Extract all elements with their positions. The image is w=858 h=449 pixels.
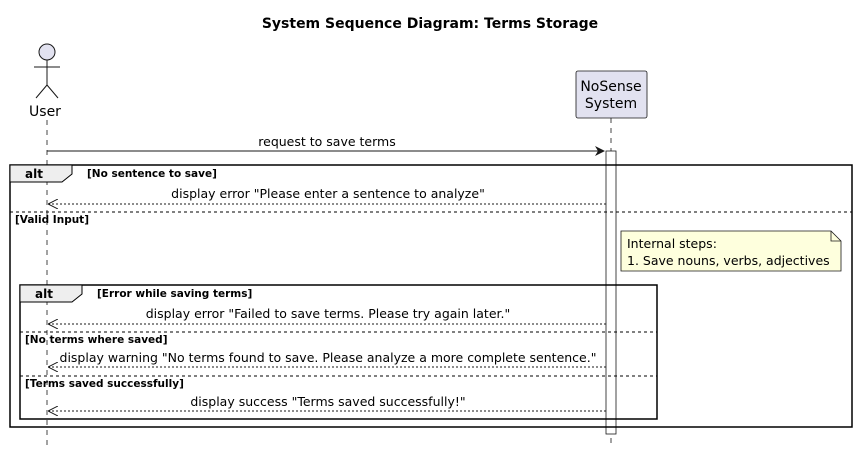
inner-alt-guard-2: [No terms where saved] — [25, 334, 168, 346]
system-participant: NoSense System — [575, 70, 648, 119]
note-line-1: Internal steps: — [627, 236, 717, 251]
error-save-failed-label: display error "Failed to save terms. Ple… — [146, 306, 511, 321]
system-label-line1: NoSense — [580, 79, 641, 95]
system-label-line2: System — [585, 96, 637, 112]
user-label: User — [29, 104, 61, 120]
inner-alt-guard-1: [Error while saving terms] — [97, 288, 252, 300]
inner-alt-frame: alt [Error while saving terms] [No terms… — [19, 284, 658, 420]
outer-alt-guard-1: [No sentence to save] — [87, 168, 217, 180]
actor-head-icon — [38, 43, 56, 61]
outer-alt-frame: alt [No sentence to save] [Valid Input] — [9, 164, 853, 428]
inner-alt-keyword: alt — [35, 287, 53, 301]
inner-alt-guard-3: [Terms saved successfully] — [25, 378, 184, 390]
outer-alt-guard-2: [Valid Input] — [15, 214, 89, 226]
user-actor: User — [29, 43, 61, 120]
internal-steps-note: Internal steps: 1. Save nouns, verbs, ad… — [620, 230, 842, 272]
success-label: display success "Terms saved successfull… — [190, 394, 465, 409]
note-line-2: 1. Save nouns, verbs, adjectives — [627, 253, 830, 268]
system-activation-bar — [605, 150, 617, 435]
diagram-title: System Sequence Diagram: Terms Storage — [262, 16, 598, 32]
error-no-sentence-label: display error "Please enter a sentence t… — [171, 186, 485, 201]
outer-alt-keyword: alt — [25, 167, 43, 181]
warning-no-terms-label: display warning "No terms found to save.… — [60, 350, 597, 365]
request-message-label: request to save terms — [258, 134, 395, 149]
